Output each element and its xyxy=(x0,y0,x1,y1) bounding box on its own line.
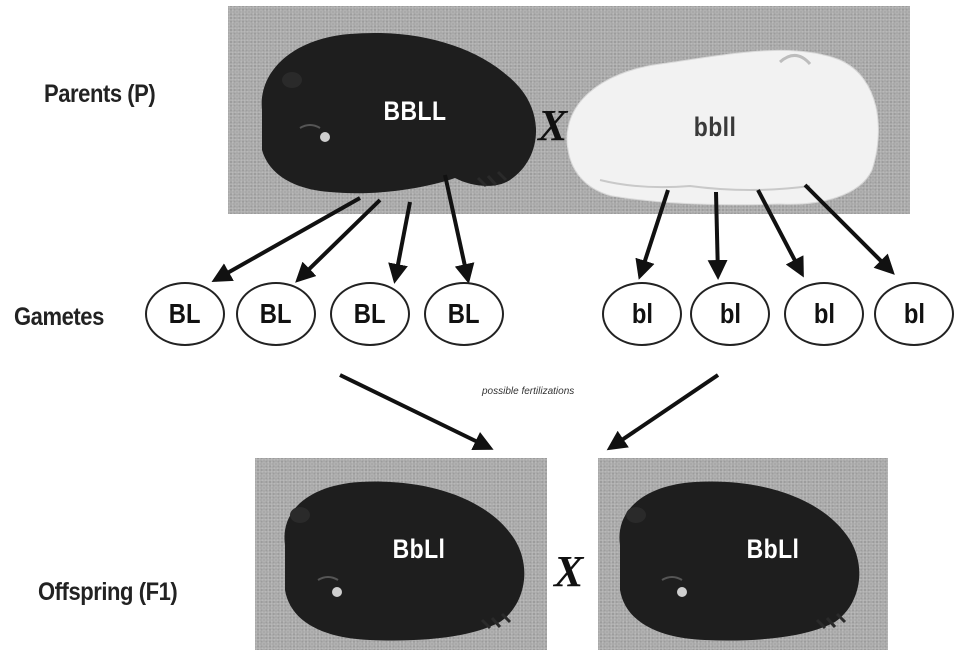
gamete-right-1: bl xyxy=(602,282,682,346)
offspring-left-genotype: BbLl xyxy=(392,534,446,564)
arrow-parent-right-to-gamete-3 xyxy=(756,189,804,278)
offspring-left-genotype-wrap: BbLl xyxy=(388,534,450,565)
offspring-cross-symbol: X xyxy=(554,547,584,596)
offspring-right-genotype-wrap: BbLl xyxy=(742,534,804,565)
gamete-left-4: BL xyxy=(424,282,504,346)
arrow-parent-left-to-gamete-3 xyxy=(388,201,412,284)
gamete-label: bl xyxy=(903,298,925,329)
arrow-gametes-left-to-offspring xyxy=(339,373,494,450)
dark-guinea-pig-parent-icon xyxy=(261,32,537,194)
arrow-parent-right-to-gamete-2 xyxy=(707,191,728,280)
dark-guinea-pig-offspring-right-icon xyxy=(619,481,860,641)
gamete-label: bl xyxy=(813,298,835,329)
arrow-gametes-right-to-offspring xyxy=(606,373,720,451)
fertilization-note: possible fertilizations xyxy=(482,386,575,397)
gamete-label: bl xyxy=(719,298,741,329)
arrow-parent-left-to-gamete-4 xyxy=(443,174,475,284)
parent-right-genotype: bbll xyxy=(693,112,737,142)
offspring-row-label: Offspring (F1) xyxy=(38,578,178,606)
parents-row-label: Parents (P) xyxy=(44,80,156,108)
gametes-row-label: Gametes xyxy=(14,303,104,331)
gamete-label: BL xyxy=(448,298,480,329)
white-guinea-pig-parent-icon xyxy=(566,49,879,206)
gamete-right-4: bl xyxy=(874,282,954,346)
gamete-right-2: bl xyxy=(690,282,770,346)
arrow-parent-right-to-gamete-4 xyxy=(803,183,895,275)
gamete-label: BL xyxy=(169,298,201,329)
dark-guinea-pig-offspring-left-icon xyxy=(284,481,525,641)
gamete-left-3: BL xyxy=(330,282,410,346)
arrow-parent-left-to-gamete-1 xyxy=(211,196,361,282)
gamete-left-1: BL xyxy=(145,282,225,346)
gamete-label: BL xyxy=(260,298,292,329)
gamete-right-3: bl xyxy=(784,282,864,346)
arrow-parent-left-to-gamete-2 xyxy=(295,198,382,283)
gamete-left-2: BL xyxy=(236,282,316,346)
parent-left-genotype-wrap: BBLL xyxy=(378,96,452,127)
gamete-label: bl xyxy=(631,298,653,329)
offspring-right-genotype: BbLl xyxy=(746,534,800,564)
arrow-parent-right-to-gamete-1 xyxy=(635,189,670,280)
parent-right-genotype-wrap: bbll xyxy=(690,112,740,143)
gamete-label: BL xyxy=(354,298,386,329)
parents-cross-symbol: X xyxy=(538,101,568,150)
parent-left-genotype: BBLL xyxy=(383,96,447,126)
